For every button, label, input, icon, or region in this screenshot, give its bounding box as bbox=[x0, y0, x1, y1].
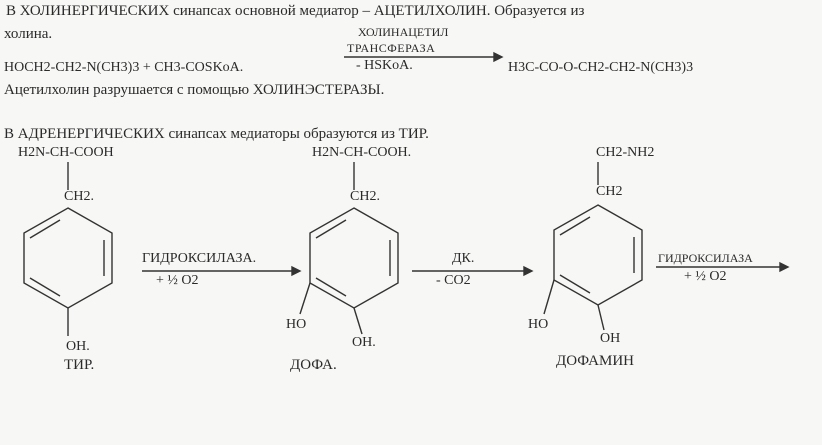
step1-enzyme: ГИДРОКСИЛАЗА. bbox=[142, 251, 257, 266]
step3-enzyme: ГИДРОКСИЛАЗА bbox=[658, 251, 753, 265]
step1-cofactor: + ½ O2 bbox=[156, 273, 199, 288]
dopamine-ho: HO bbox=[528, 317, 549, 332]
step1-arrow bbox=[142, 265, 302, 277]
tyr-ch2: CH2. bbox=[64, 189, 94, 204]
dopamine-name: ДОФАМИН bbox=[556, 353, 634, 369]
tyr-benzene-ring bbox=[23, 162, 113, 336]
dopa-top-group: H2N-CH-COOH. bbox=[312, 145, 412, 160]
cholinergic-intro-line2: холина. bbox=[4, 26, 53, 42]
dopa-oh: OH. bbox=[352, 335, 376, 350]
enzyme-cholineacetyl: ХОЛИНАЦЕТИЛ bbox=[358, 25, 449, 39]
cholinesterase-note: Ацетилхолин разрушается с помощью ХОЛИНЭ… bbox=[4, 82, 385, 98]
acetylcholine-formula: H3C-CO-O-CH2-CH2-N(CH3)3 bbox=[508, 60, 694, 75]
step3-cofactor: + ½ O2 bbox=[684, 269, 727, 284]
step2-enzyme: ДК. bbox=[452, 251, 475, 266]
cholinergic-reactant: HOCH2-CH2-N(CH3)3 + CH3-COSKoA. bbox=[4, 60, 244, 75]
cholinergic-byproduct: - HSKoA. bbox=[356, 58, 413, 73]
cholinergic-intro-line1: В ХОЛИНЕРГИЧЕСКИХ синапсах основной меди… bbox=[6, 3, 585, 19]
dopa-ho: HO bbox=[286, 317, 307, 332]
dopa-ch2: CH2. bbox=[350, 189, 380, 204]
dopamine-benzene-ring bbox=[543, 162, 643, 331]
cholinergic-reaction-arrow bbox=[344, 51, 504, 63]
dopamine-oh: OH bbox=[600, 331, 621, 346]
dopa-benzene-ring bbox=[299, 162, 399, 335]
step2-arrow bbox=[412, 265, 534, 277]
enzyme-transferase: ТРАНСФЕРАЗА bbox=[347, 41, 436, 55]
adrenergic-intro: В АДРЕНЕРГИЧЕСКИХ синапсах медиаторы обр… bbox=[4, 126, 429, 142]
step2-cofactor: - CO2 bbox=[436, 273, 471, 288]
step3-arrow bbox=[656, 261, 790, 273]
dopa-name: ДОФА. bbox=[290, 357, 337, 373]
tyr-top-group: H2N-CH-COOH bbox=[18, 145, 114, 160]
tyr-oh: OH. bbox=[66, 339, 90, 354]
dopamine-top-group: CH2-NH2 bbox=[596, 145, 655, 160]
tyr-name: ТИР. bbox=[64, 357, 95, 373]
dopamine-ch2: CH2 bbox=[596, 184, 623, 199]
